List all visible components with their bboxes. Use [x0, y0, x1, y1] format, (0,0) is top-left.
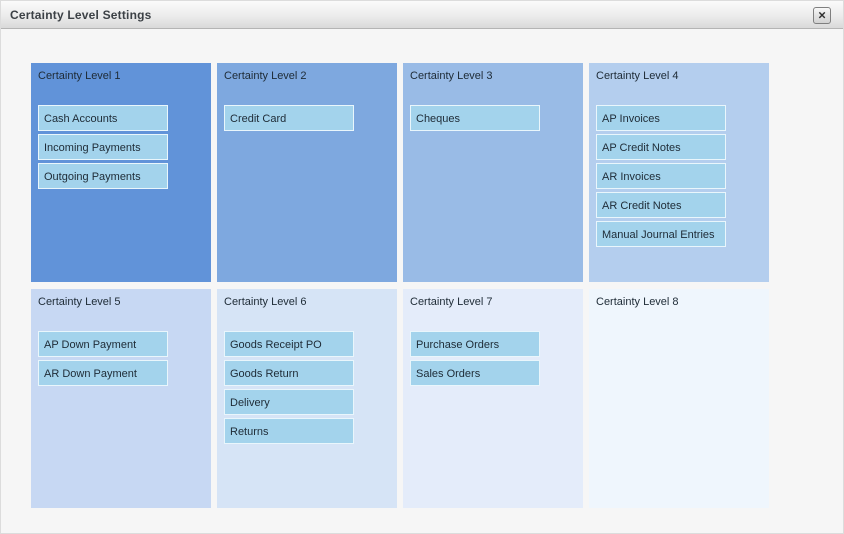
certainty-level-panel-4[interactable]: Certainty Level 4 AP Invoices AP Credit N…: [589, 63, 769, 282]
document-type-item[interactable]: AR Credit Notes: [596, 192, 726, 218]
panel-items: Credit Card: [224, 105, 390, 131]
panel-items: Cheques: [410, 105, 576, 131]
panel-title: Certainty Level 2: [224, 70, 307, 82]
document-type-item[interactable]: Purchase Orders: [410, 331, 540, 357]
panel-title: Certainty Level 3: [410, 70, 493, 82]
document-type-item[interactable]: Goods Receipt PO: [224, 331, 354, 357]
panel-title: Certainty Level 1: [38, 70, 121, 82]
document-type-item[interactable]: AP Down Payment: [38, 331, 168, 357]
close-button[interactable]: ×: [813, 7, 831, 24]
document-type-item[interactable]: Delivery: [224, 389, 354, 415]
certainty-level-panel-3[interactable]: Certainty Level 3 Cheques: [403, 63, 583, 282]
dialog-titlebar: Certainty Level Settings ×: [1, 1, 843, 29]
document-type-item[interactable]: AR Invoices: [596, 163, 726, 189]
panel-items: AP Invoices AP Credit Notes AR Invoices AR …: [596, 105, 762, 247]
document-type-item[interactable]: Returns: [224, 418, 354, 444]
document-type-item[interactable]: Incoming Payments: [38, 134, 168, 160]
panel-title: Certainty Level 8: [596, 296, 679, 308]
panel-title: Certainty Level 4: [596, 70, 679, 82]
document-type-item[interactable]: Goods Return: [224, 360, 354, 386]
document-type-item[interactable]: Cash Accounts: [38, 105, 168, 131]
document-type-item[interactable]: AP Invoices: [596, 105, 726, 131]
document-type-item[interactable]: AP Credit Notes: [596, 134, 726, 160]
document-type-item[interactable]: Cheques: [410, 105, 540, 131]
panel-items: AP Down Payment AR Down Payment: [38, 331, 204, 386]
document-type-item[interactable]: Manual Journal Entries: [596, 221, 726, 247]
document-type-item[interactable]: Sales Orders: [410, 360, 540, 386]
document-type-item[interactable]: Credit Card: [224, 105, 354, 131]
panel-title: Certainty Level 6: [224, 296, 307, 308]
certainty-level-panel-8[interactable]: Certainty Level 8: [589, 289, 769, 508]
dialog-title: Certainty Level Settings: [10, 8, 152, 22]
certainty-level-panel-2[interactable]: Certainty Level 2 Credit Card: [217, 63, 397, 282]
panel-title: Certainty Level 5: [38, 296, 121, 308]
close-icon: ×: [818, 7, 826, 23]
certainty-level-panel-5[interactable]: Certainty Level 5 AP Down Payment AR Down…: [31, 289, 211, 508]
panel-title: Certainty Level 7: [410, 296, 493, 308]
document-type-item[interactable]: AR Down Payment: [38, 360, 168, 386]
document-type-item[interactable]: Outgoing Payments: [38, 163, 168, 189]
